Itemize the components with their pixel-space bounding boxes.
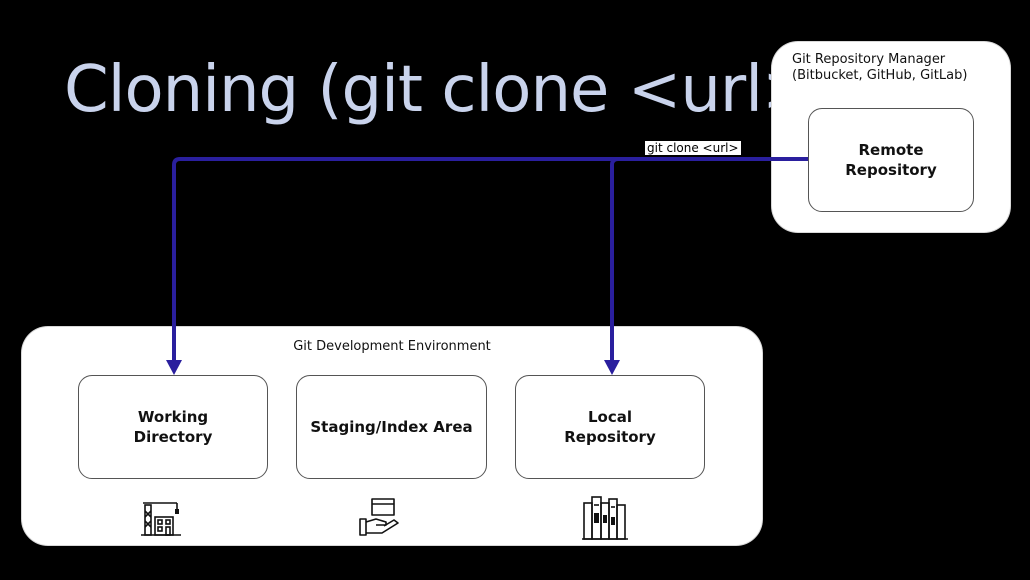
hand-holding-box-icon	[359, 498, 399, 536]
clone-arrow-working-directory	[172, 157, 808, 364]
local-repository-line2: Repository	[564, 428, 656, 446]
working-directory-line1: Working	[137, 408, 209, 426]
remote-repository-line2: Repository	[845, 161, 937, 179]
working-directory-line2: Directory	[133, 428, 213, 446]
staging-area-line1: Staging/Index Area	[310, 418, 473, 436]
slide-title: Cloning (git clone <url>)	[64, 53, 840, 127]
arrowhead-working-directory	[166, 360, 182, 375]
clone-arrow-local-repository	[610, 157, 808, 364]
dev-environment-caption: Git Development Environment	[293, 339, 491, 354]
remote-panel-caption-line1: Git Repository Manager	[792, 52, 946, 67]
arrowhead-local-repository	[604, 360, 620, 375]
dev-environment-panel: Git Development Environment Working Dire…	[22, 327, 762, 545]
local-repository-line1: Local	[587, 408, 633, 426]
bookshelf-icon	[582, 496, 628, 540]
staging-area-node[interactable]: Staging/Index Area	[296, 375, 487, 479]
git-clone-edge-label: git clone <url>	[645, 141, 741, 155]
working-directory-node[interactable]: Working Directory	[78, 375, 268, 479]
remote-panel-caption-line2: (Bitbucket, GitHub, GitLab)	[792, 68, 968, 83]
remote-repository-node[interactable]: Remote Repository	[808, 108, 974, 212]
construction-building-icon	[141, 502, 181, 536]
remote-panel: Git Repository Manager (Bitbucket, GitHu…	[772, 42, 1010, 232]
remote-repository-line1: Remote	[858, 141, 924, 159]
local-repository-node[interactable]: Local Repository	[515, 375, 705, 479]
